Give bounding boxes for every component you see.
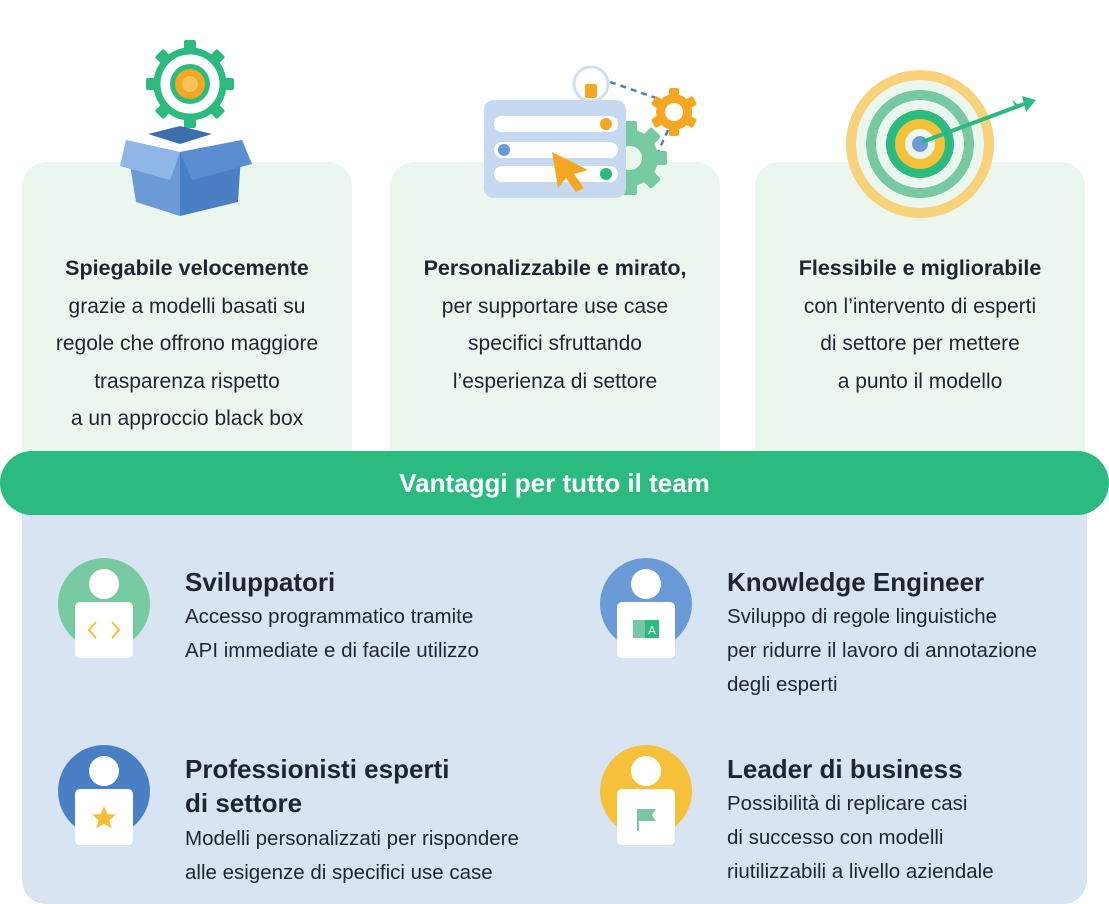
feature-text-customizable: Personalizzabile e mirato, per supportar… — [390, 250, 720, 400]
persona-name: Leader di business — [727, 754, 963, 784]
persona-desc-line: degli esperti — [727, 673, 838, 696]
persona-name: Sviluppatori — [185, 567, 336, 597]
feature-text-explainable: Spiegabile velocemente grazie a modelli … — [22, 250, 352, 438]
feature-title: Flessibile e migliorabile — [798, 256, 1042, 280]
banner-label: Vantaggi per tutto il team — [399, 467, 710, 498]
knowledge-engineer-avatar: A — [600, 558, 692, 658]
feature-line: a un approccio black box — [70, 407, 304, 430]
feature-line: con l’intervento di esperti — [803, 294, 1037, 318]
feature-title: Personalizzabile e mirato, — [423, 256, 687, 280]
team-benefits-banner: Vantaggi per tutto il team — [0, 451, 1109, 515]
feature-line: per supportare use case — [441, 294, 669, 318]
persona-desc-line: API immediate e di facile utilizzo — [185, 639, 479, 662]
feature-title: Spiegabile velocemente — [65, 256, 309, 280]
code-icon — [87, 621, 121, 639]
developer-avatar — [58, 558, 150, 658]
team-benefits-panel — [22, 480, 1087, 904]
persona-desc-line: Modelli personalizzati per rispondere — [185, 827, 519, 850]
persona-name-line: di settore — [185, 788, 303, 818]
domain-expert-avatar — [58, 745, 150, 845]
feature-line: regole che offrono maggiore — [55, 332, 319, 355]
feature-line: a punto il modello — [837, 369, 1003, 393]
feature-card-customizable — [390, 162, 720, 462]
persona-desc-line: alle esigenze di specifici use case — [185, 861, 493, 884]
persona-description: Accesso programmatico tramite API immedi… — [185, 600, 479, 668]
persona-name: Knowledge Engineer — [727, 567, 985, 597]
persona-desc-line: Accesso programmatico tramite — [185, 605, 474, 628]
business-leader-avatar — [600, 745, 692, 845]
gear-box-icon — [120, 40, 252, 216]
svg-text:A: A — [648, 624, 656, 637]
feature-text-flexible: Flessibile e migliorabile con l’interven… — [755, 250, 1085, 400]
persona-description: Modelli personalizzati per rispondere al… — [185, 822, 519, 890]
persona-description: Possibilità di replicare casi di success… — [727, 787, 994, 889]
feature-line: trasparenza rispetto — [94, 369, 280, 393]
target-arrow-icon — [846, 70, 1036, 218]
feature-line: grazie a modelli basati su — [68, 294, 306, 318]
feature-line: specifici sfruttando — [468, 332, 642, 355]
flag-icon — [637, 809, 656, 831]
persona-name-line: Professionisti esperti — [185, 754, 450, 784]
feature-line: di settore per mettere — [820, 332, 1020, 355]
persona-desc-line: Possibilità di replicare casi — [727, 792, 968, 815]
persona-description: Sviluppo di regole linguistiche per ridu… — [727, 600, 1037, 702]
persona-desc-line: per ridurre il lavoro di annotazione — [727, 639, 1037, 662]
star-icon — [92, 806, 116, 829]
feature-line: l’esperienza di settore — [452, 369, 658, 393]
persona-desc-line: riutilizzabili a livello aziendale — [727, 860, 994, 883]
persona-desc-line: di successo con modelli — [727, 826, 944, 849]
translate-icon: A — [633, 620, 659, 638]
persona-desc-line: Sviluppo di regole linguistiche — [727, 605, 998, 628]
persona-name: Professionisti esperti di settore — [185, 752, 449, 820]
settings-panel-icon — [484, 65, 697, 198]
